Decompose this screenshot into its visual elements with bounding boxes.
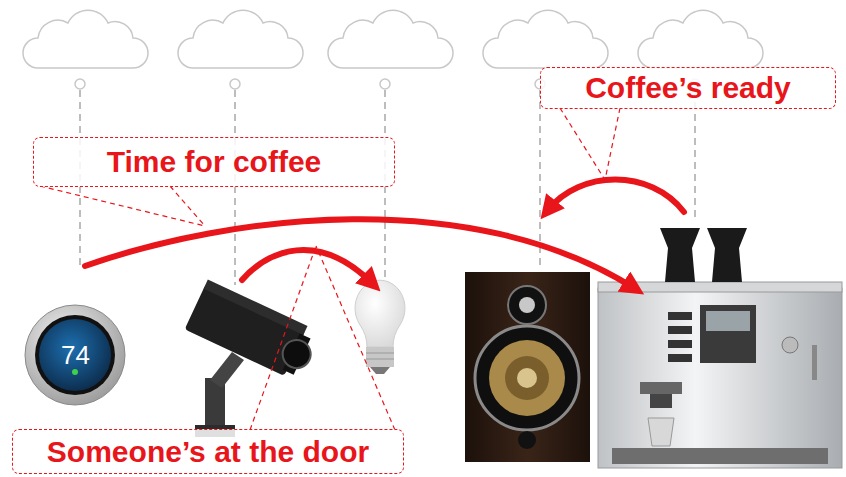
callout-box: Time for coffee xyxy=(33,137,395,187)
coffee-machine-device xyxy=(598,228,842,468)
leader-line xyxy=(170,186,205,226)
thermostat-reading: 74 xyxy=(61,340,90,371)
message-arrows xyxy=(85,180,684,289)
dashed-link xyxy=(384,90,386,292)
callout-text: Someone’s at the door xyxy=(47,435,369,469)
cloud xyxy=(328,10,453,89)
callout-text: Coffee’s ready xyxy=(585,71,791,105)
leader-line xyxy=(316,246,395,430)
cloud xyxy=(23,10,148,89)
leader-line xyxy=(605,108,620,180)
cloud-link-lines xyxy=(80,90,695,292)
speaker-device xyxy=(465,272,590,462)
dashed-link xyxy=(539,90,541,268)
leader-line xyxy=(560,108,605,180)
dashed-link xyxy=(234,90,236,285)
message-arrow xyxy=(548,180,684,213)
callout-text: Time for coffee xyxy=(107,145,322,179)
message-arrow xyxy=(85,219,634,288)
thermostat-device xyxy=(25,305,125,405)
lightbulb-device xyxy=(355,280,405,374)
message-arrow xyxy=(242,250,372,283)
leader-line xyxy=(250,246,316,430)
callout-box: Someone’s at the door xyxy=(12,429,404,474)
leader-line xyxy=(40,186,205,226)
camera-device xyxy=(185,280,322,437)
callout-box: Coffee’s ready xyxy=(540,67,836,109)
dashed-link xyxy=(694,90,696,222)
cloud xyxy=(178,10,303,89)
